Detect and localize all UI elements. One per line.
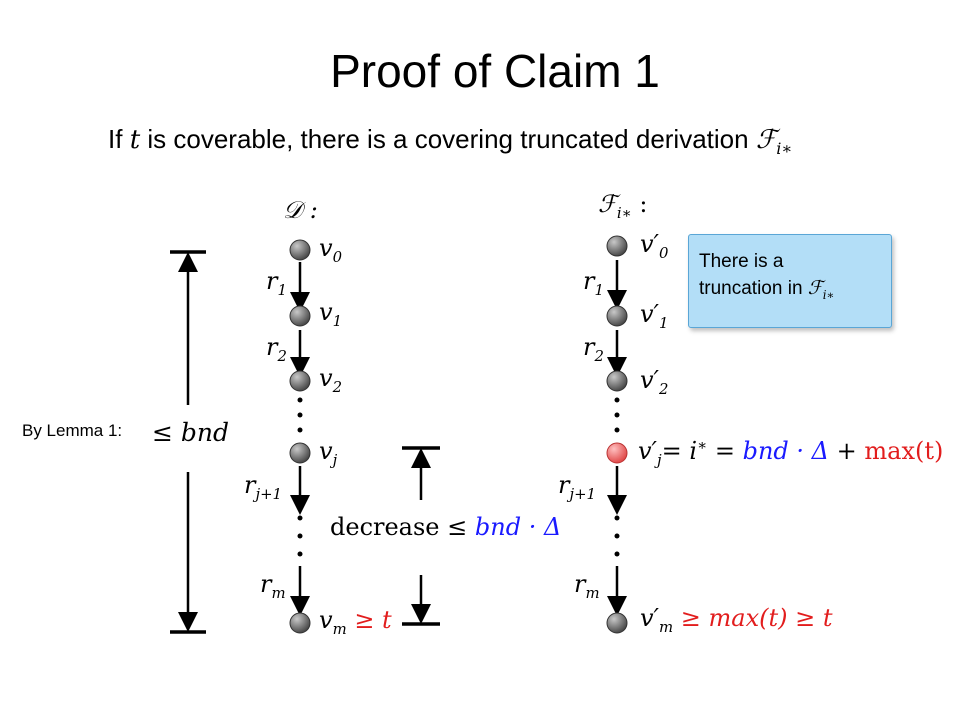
decrease-bnd-delta: bnd · Δ <box>474 513 562 541</box>
label-v1-prime: v′1 <box>640 300 669 332</box>
bound-bracket <box>170 250 206 634</box>
right-chain-dots <box>614 397 620 557</box>
node-vj <box>289 442 311 464</box>
vm-prime-geq-max-t: ≥ max(t) ≥ t <box>680 604 833 632</box>
vj-prime-bnd-delta: bnd · Δ <box>742 437 829 465</box>
node-v2 <box>289 370 311 392</box>
label-rj1: rj+1 <box>244 471 283 503</box>
label-vj-prime-equation: v′j= i∗ = bnd · Δ + max(t) <box>638 436 944 469</box>
node-v0 <box>289 239 311 261</box>
decrease-label: decrease ≤ bnd · Δ <box>330 513 562 541</box>
label-r2-prime: r2 <box>583 333 604 365</box>
node-v1 <box>289 305 311 327</box>
label-vj: vj <box>319 437 338 469</box>
callout-line-2: truncation in ℱi∗ <box>699 277 835 302</box>
slide-title: Proof of Claim 1 <box>330 45 660 97</box>
truncation-callout: There is a truncation in ℱi∗ <box>688 234 892 328</box>
lemma-label: By Lemma 1: <box>22 421 123 440</box>
subtitle-text: is coverable, there is a covering trunca… <box>147 124 749 154</box>
label-v0-prime: v′0 <box>640 230 669 262</box>
node-vj-prime-truncated <box>606 442 628 464</box>
node-vm-prime <box>606 612 628 634</box>
label-vm-geq-t: ≥ t <box>354 606 392 634</box>
node-v2-prime <box>606 370 628 392</box>
label-v1: v1 <box>319 298 343 330</box>
left-chain-nodes <box>289 239 311 634</box>
subtitle: If t is coverable, there is a covering t… <box>108 124 792 158</box>
label-r1-prime: r1 <box>583 267 604 299</box>
label-r2: r2 <box>266 333 287 365</box>
right-derivation-label: ℱi∗ : <box>598 190 648 222</box>
subtitle-F: ℱi∗ <box>755 125 793 159</box>
left-derivation-label: 𝒟 : <box>283 196 318 224</box>
label-r1: r1 <box>266 267 287 299</box>
vj-prime-max-t: max(t) <box>864 437 944 465</box>
label-vm-prime: v′m ≥ max(t) ≥ t <box>640 604 833 636</box>
subtitle-if: If <box>108 124 123 154</box>
node-v0-prime <box>606 235 628 257</box>
label-vm: vm ≥ t <box>319 606 392 638</box>
label-v2-prime: v′2 <box>640 366 669 398</box>
callout-line-1: There is a <box>699 251 784 272</box>
label-rj1-prime: rj+1 <box>558 471 597 503</box>
subtitle-var-t: t <box>129 125 141 155</box>
label-v2: v2 <box>319 364 343 396</box>
left-chain-dots <box>297 397 303 557</box>
node-vm <box>289 612 311 634</box>
label-rm-prime: rm <box>574 570 600 602</box>
decrease-bracket <box>402 446 440 626</box>
node-v1-prime <box>606 305 628 327</box>
right-chain-nodes <box>606 235 628 634</box>
bound-leq-bnd: ≤ bnd <box>152 418 230 447</box>
label-v0: v0 <box>319 234 343 266</box>
label-rm: rm <box>260 570 286 602</box>
